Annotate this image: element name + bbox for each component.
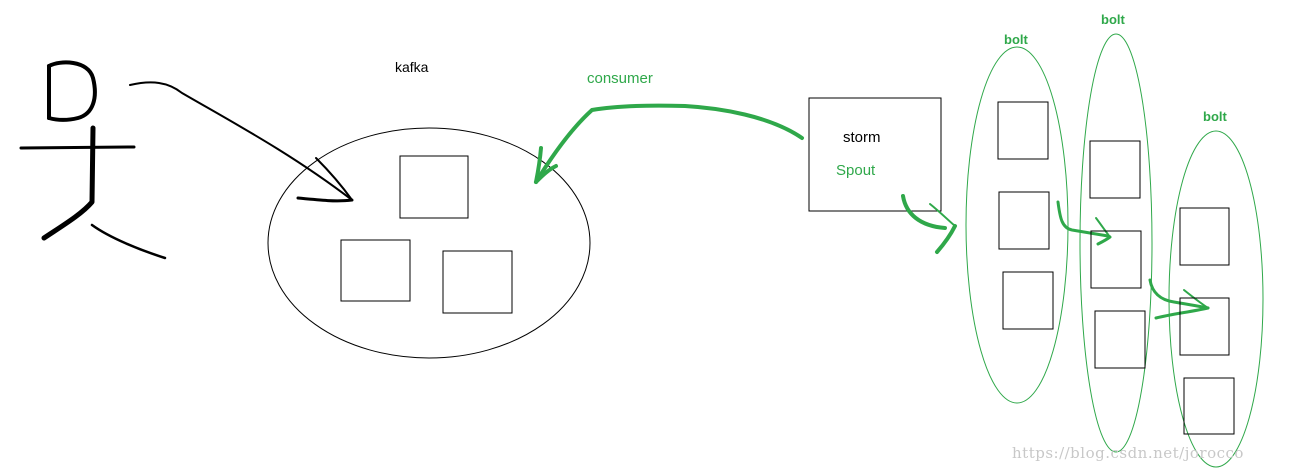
bolt-label: bolt (1101, 12, 1125, 27)
kafka-partition-box (340, 239, 411, 302)
kafka-label: kafka (395, 59, 429, 75)
bolt-ellipse-2 (1079, 33, 1153, 453)
spout-to-bolt-arrow (901, 194, 957, 254)
bolt-ellipse-1 (965, 46, 1069, 404)
bolt-task-box (998, 191, 1050, 250)
kafka-cluster-ellipse (267, 127, 591, 359)
kafka-partition-box (442, 250, 513, 314)
bolt-task-box (1090, 230, 1142, 289)
bolt-task-box (1179, 207, 1230, 266)
storm-spout-box (808, 97, 942, 212)
bolt-task-box (997, 101, 1049, 160)
person-icon (19, 60, 167, 260)
bolt-task-box (1089, 140, 1141, 199)
bolt-label: bolt (1203, 109, 1227, 124)
consumer-arrow (534, 103, 804, 184)
spout-label: Spout (836, 162, 876, 179)
consumer-label: consumer (587, 70, 653, 87)
bolt-task-box (1179, 297, 1230, 356)
storm-label: storm (843, 129, 881, 146)
kafka-partition-box (399, 155, 469, 219)
bolt-task-box (1094, 310, 1146, 369)
bolt-ellipse-3 (1168, 130, 1264, 468)
producer-arrow (129, 81, 354, 203)
bolt1-to-bolt2-arrow (1056, 200, 1112, 246)
bolt-task-box (1183, 377, 1235, 435)
bolt-label: bolt (1004, 32, 1028, 47)
bolt-task-box (1002, 271, 1054, 330)
bolt2-to-bolt3-arrow (1148, 278, 1210, 320)
watermark: https://blog.csdn.net/jorocco (1012, 444, 1244, 462)
